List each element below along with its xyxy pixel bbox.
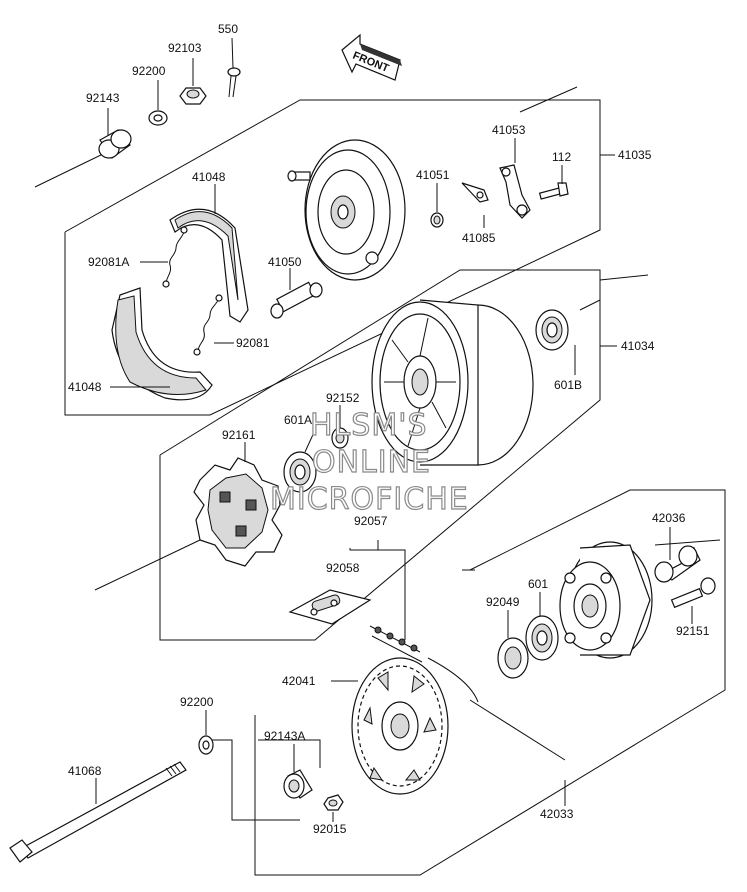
seal-41051-icon [430,212,444,228]
bearing-601A-icon [283,451,317,493]
label-41068: 41068 [68,764,102,778]
indicator-41085-icon [461,182,489,203]
label-601A: 601A [284,413,312,427]
group-92057-bracket [349,540,406,640]
label-41034: 41034 [621,339,655,353]
seal-92049-icon [497,637,529,679]
label-92058: 92058 [326,561,360,575]
label-92200-bottom: 92200 [180,695,214,709]
label-41051: 41051 [416,168,450,182]
bolt-112-icon [538,182,569,200]
label-112: 112 [552,150,571,164]
bearing-601B-icon [535,309,569,351]
label-41048-bottom: 41048 [68,380,102,394]
lever-41053-icon [499,164,531,219]
collar-42036-icon [654,545,701,583]
bearing-601-icon [525,615,559,661]
drive-chain-92057-icon [369,625,479,703]
watermark: HLSM'S ONLINE MICROFICHE [269,407,469,517]
label-92152: 92152 [326,391,360,405]
nut-92103-icon [179,87,207,105]
collar-92143A-icon [283,769,313,799]
label-41035: 41035 [618,148,652,162]
label-92200-top: 92200 [132,64,166,78]
spring-92081A-icon [162,226,188,288]
wheel-hub-icon [371,299,534,466]
sprocket-42041-icon [351,657,449,795]
label-92103: 92103 [168,41,202,55]
brake-shoe-upper-icon [169,208,249,323]
group-92143A-bracket [212,739,321,821]
group-41034-outline [94,269,649,641]
label-92081A: 92081A [88,255,129,269]
label-92057: 92057 [354,514,388,528]
brake-panel-icon [287,139,406,281]
leader-lines [95,37,693,822]
washer-92200-top-icon [148,110,168,126]
nut-92015-icon [323,794,344,811]
label-550: 550 [218,22,238,36]
label-41053: 41053 [492,123,526,137]
label-42036: 42036 [652,511,686,525]
watermark-line-1: HLSM'S [310,408,428,443]
label-41050: 41050 [268,255,302,269]
label-42033: 42033 [540,807,574,821]
label-601: 601 [528,577,548,591]
group-42033-outline [254,489,726,876]
chain-joint-92058-icon [288,589,372,625]
label-92015: 92015 [313,822,347,836]
label-92143A: 92143A [264,729,305,743]
label-92081: 92081 [236,336,270,350]
label-92143: 92143 [86,91,120,105]
label-42041: 42041 [282,674,316,688]
cam-41050-icon [270,281,323,319]
front-arrow-icon: FRONT [341,33,402,81]
label-41085: 41085 [462,231,496,245]
label-92161: 92161 [222,428,256,442]
label-601B: 601B [554,378,582,392]
bolt-92151-icon [670,577,716,609]
label-41048-top: 41048 [192,170,226,184]
watermark-line-3: MICROFICHE [270,482,469,517]
group-41035-outline [34,86,615,416]
washer-92200-bottom-icon [198,735,214,755]
spring-92081-icon [193,294,223,356]
part-labels: 550 92103 92200 92143 41048 92081A 41050… [68,22,710,836]
coupling-icon [559,541,653,659]
brake-shoe-lower-icon [111,287,213,401]
collar-92143-icon [98,129,132,159]
label-92049: 92049 [486,595,520,609]
watermark-line-2: ONLINE [312,445,431,480]
label-92151: 92151 [676,624,710,638]
axle-41068-icon [9,761,187,863]
pin-550-icon [227,67,241,98]
damper-92161-icon [193,457,283,567]
collar-92152-icon [331,427,349,449]
